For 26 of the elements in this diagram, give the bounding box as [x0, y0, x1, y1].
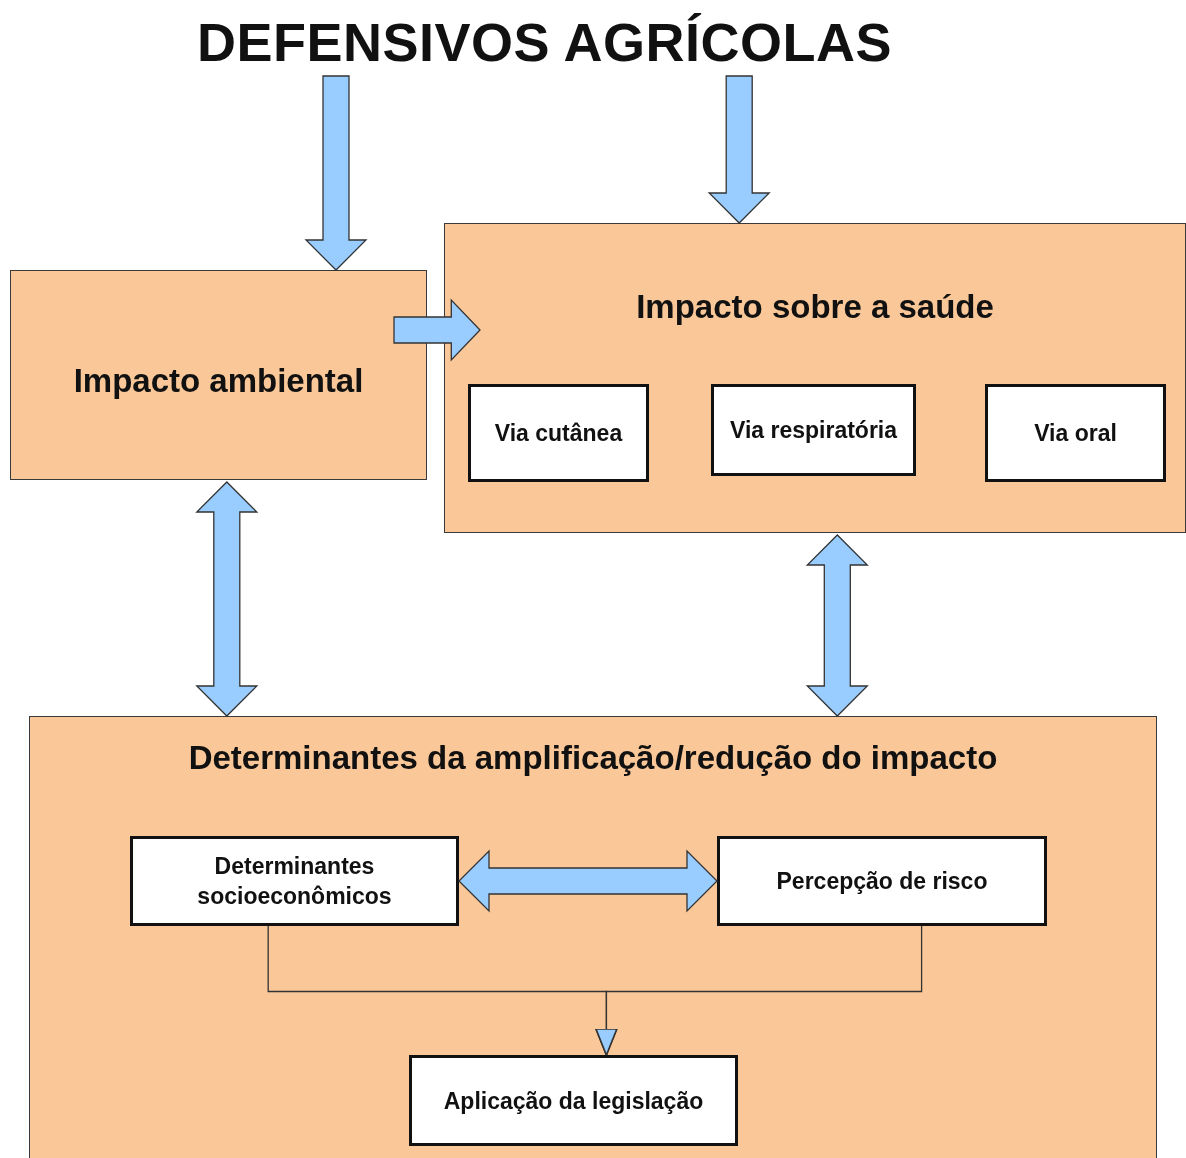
- process-box: [711, 384, 916, 476]
- block-arrow: [458, 849, 718, 913]
- block-arrow: [393, 298, 481, 362]
- block-arrow: [707, 75, 771, 224]
- process-box: [468, 384, 649, 482]
- group-heading: Impacto sobre a saúde: [635, 288, 995, 326]
- block-arrow: [304, 75, 368, 271]
- title-text: DEFENSIVOS AGRÍCOLAS: [197, 11, 893, 74]
- box-label: Via respiratória: [729, 416, 898, 445]
- box-label: Percepção de risco: [776, 867, 988, 896]
- block-arrow: [805, 534, 869, 717]
- process-box: [130, 836, 459, 926]
- group-box: [444, 223, 1186, 533]
- process-box: [985, 384, 1166, 482]
- box-label: Impacto ambiental: [73, 362, 364, 400]
- process-box: [409, 1055, 738, 1146]
- box-label: Aplicação da legislação: [443, 1086, 704, 1116]
- block-arrow: [195, 481, 259, 717]
- box-label: Via oral: [1034, 419, 1117, 448]
- box-label: Determinantes socioeconômicos: [196, 852, 393, 911]
- group-heading: Determinantes da amplificação/redução do impacto: [187, 739, 999, 777]
- connector-arrow: [595, 925, 923, 1056]
- process-box: [717, 836, 1047, 926]
- box-label: Via cutânea: [494, 419, 623, 448]
- process-box: [10, 270, 427, 480]
- group-box: [29, 716, 1157, 1158]
